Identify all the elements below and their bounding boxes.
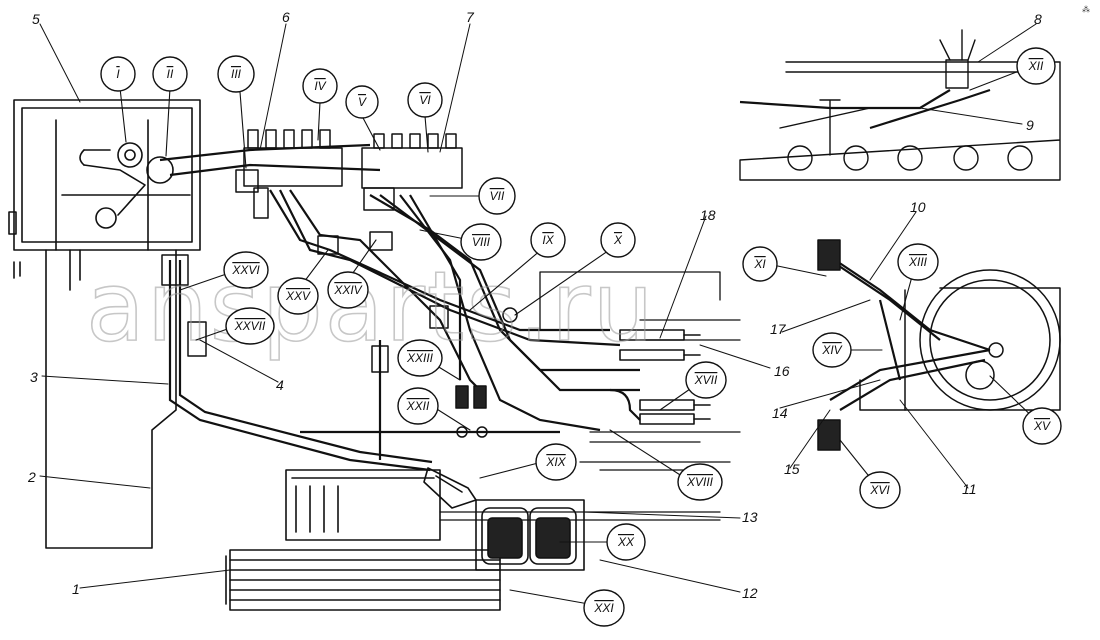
callout-XVII: XVII (685, 361, 727, 399)
corner-mark: ⁂ (1082, 5, 1090, 14)
label-13: 13 (742, 509, 758, 525)
callout-XI: XI (742, 246, 778, 282)
watermark-text: ansparts.ru (86, 251, 655, 363)
callout-IX: IX (530, 222, 566, 258)
numeric-labels: 1 2 3 4 5 6 7 8 9 10 11 12 13 14 15 16 1… (27, 9, 1042, 601)
label-5: 5 (32, 11, 40, 27)
svg-text:XIX: XIX (545, 455, 566, 469)
svg-text:XVI: XVI (869, 483, 890, 497)
label-1: 1 (72, 581, 80, 597)
svg-text:XV: XV (1033, 419, 1051, 433)
callout-XXIV: XXIV (327, 271, 369, 309)
callout-I: I (100, 56, 136, 92)
svg-text:IX: IX (542, 233, 554, 247)
upper-right-seeder (739, 29, 1061, 181)
svg-text:XXVI: XXVI (231, 263, 260, 277)
callout-IV: IV (302, 68, 338, 104)
callout-XXI: XXI (583, 589, 625, 627)
svg-text:XII: XII (1028, 59, 1044, 73)
callout-XV: XV (1022, 407, 1062, 445)
svg-text:XXI: XXI (593, 601, 614, 615)
svg-text:VI: VI (419, 93, 431, 107)
svg-text:XX: XX (617, 535, 635, 549)
svg-text:II: II (167, 67, 174, 81)
svg-text:I: I (116, 67, 120, 81)
label-4: 4 (276, 377, 284, 393)
svg-text:VIII: VIII (472, 235, 491, 249)
callout-VII: VII (478, 177, 516, 215)
svg-text:XVII: XVII (694, 373, 718, 387)
label-11: 11 (962, 481, 977, 497)
filter-cartridge (423, 467, 477, 509)
callout-VIII: VIII (460, 223, 502, 261)
callout-XIV: XIV (812, 332, 852, 368)
callout-XX: XX (606, 523, 646, 561)
callout-XXVII: XXVII (225, 307, 275, 345)
callout-XII: XII (1016, 47, 1056, 85)
label-2: 2 (27, 469, 36, 485)
distributor-right (361, 133, 463, 211)
callout-XXVI: XXVI (223, 251, 269, 289)
callout-XVI: XVI (859, 471, 901, 509)
label-10: 10 (910, 199, 926, 215)
svg-text:IV: IV (314, 79, 326, 93)
rear-hitch (859, 269, 1061, 411)
filter-twin (475, 499, 585, 571)
callout-XXII: XXII (397, 387, 439, 425)
oil-pump-gear (79, 142, 174, 229)
callout-XIX: XIX (535, 443, 577, 481)
label-17: 17 (770, 321, 787, 337)
callout-XVIII: XVIII (677, 463, 723, 501)
pipe-fittings (161, 231, 1004, 451)
svg-text:V: V (358, 95, 367, 109)
label-8: 8 (1034, 11, 1042, 27)
svg-text:XXII: XXII (406, 399, 430, 413)
svg-text:XIV: XIV (821, 343, 842, 357)
callout-II: II (152, 56, 188, 92)
numeric-leaders (39, 23, 1037, 593)
label-3: 3 (30, 369, 38, 385)
engine-block (8, 99, 201, 549)
oil-tank (225, 469, 501, 611)
svg-text:XXV: XXV (285, 289, 311, 303)
callout-VI: VI (407, 82, 443, 118)
label-14: 14 (772, 405, 788, 421)
svg-text:XIII: XIII (908, 255, 928, 269)
label-6: 6 (282, 9, 290, 25)
label-12: 12 (742, 585, 758, 601)
frame-rails (439, 271, 741, 521)
callout-XXV: XXV (277, 277, 319, 315)
callout-XXIII: XXIII (397, 339, 443, 377)
svg-text:XXIV: XXIV (333, 283, 362, 297)
svg-text:VII: VII (490, 189, 505, 203)
label-9: 9 (1026, 117, 1034, 133)
label-16: 16 (774, 363, 790, 379)
svg-text:XVIII: XVIII (686, 475, 714, 489)
label-18: 18 (700, 207, 716, 223)
callout-X: X (600, 222, 636, 258)
svg-text:XI: XI (753, 257, 766, 271)
callout-III: III (217, 55, 255, 93)
distributor-left (235, 129, 343, 219)
callout-V: V (345, 85, 379, 119)
svg-text:X: X (613, 233, 623, 247)
svg-text:XXVII: XXVII (234, 319, 266, 333)
callout-XIII: XIII (897, 243, 939, 281)
label-15: 15 (784, 461, 800, 477)
svg-text:XXIII: XXIII (406, 351, 434, 365)
label-7: 7 (466, 9, 475, 25)
svg-text:III: III (231, 67, 242, 81)
